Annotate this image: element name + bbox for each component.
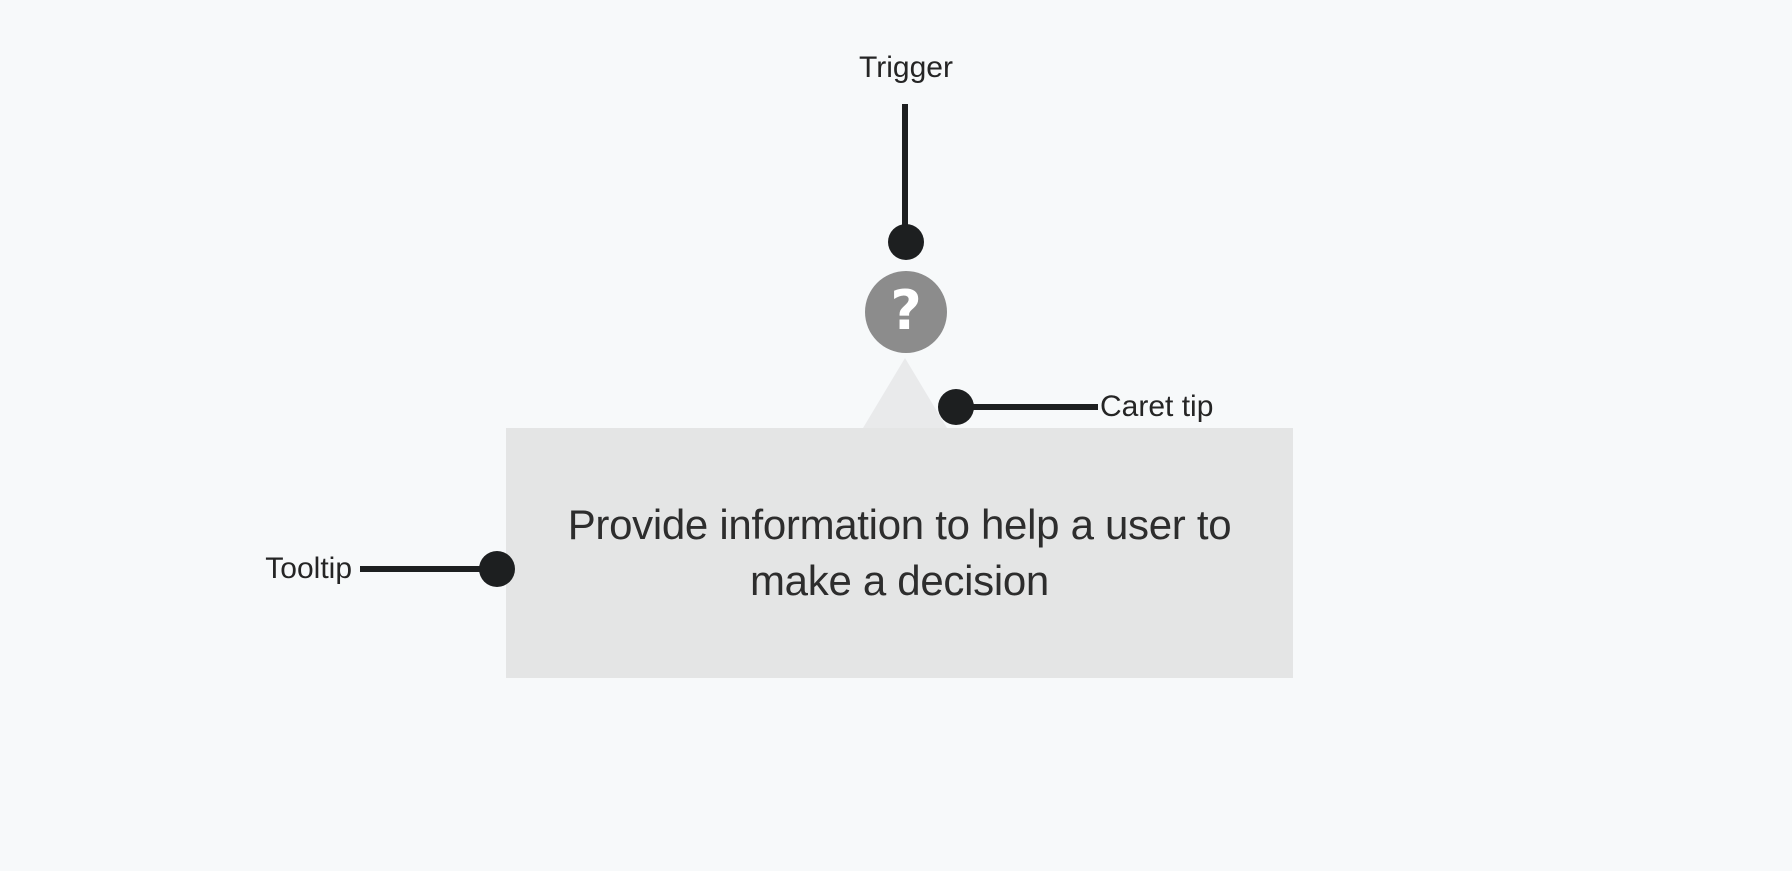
caret-tip-annotation-line <box>972 404 1098 410</box>
tooltip-body: Provide information to help a user to ma… <box>506 428 1293 678</box>
trigger-annotation-dot <box>888 224 924 260</box>
tooltip-text-line-1: Provide information to help a user to <box>567 501 1232 548</box>
trigger-annotation-label: Trigger <box>859 51 953 84</box>
tooltip-trigger-button[interactable]: ? <box>865 271 947 353</box>
question-mark-icon: ? <box>890 278 922 342</box>
caret-tip-annotation-dot <box>938 389 974 425</box>
trigger-annotation-line <box>902 104 908 234</box>
tooltip-text-line-2: make a decision <box>750 557 1049 604</box>
tooltip-caret <box>863 358 947 428</box>
caret-tip-annotation-label: Caret tip <box>1100 390 1214 423</box>
tooltip-annotation-label: Tooltip <box>265 552 352 585</box>
tooltip-annotation-dot <box>479 551 515 587</box>
tooltip-annotation-line <box>360 566 497 572</box>
